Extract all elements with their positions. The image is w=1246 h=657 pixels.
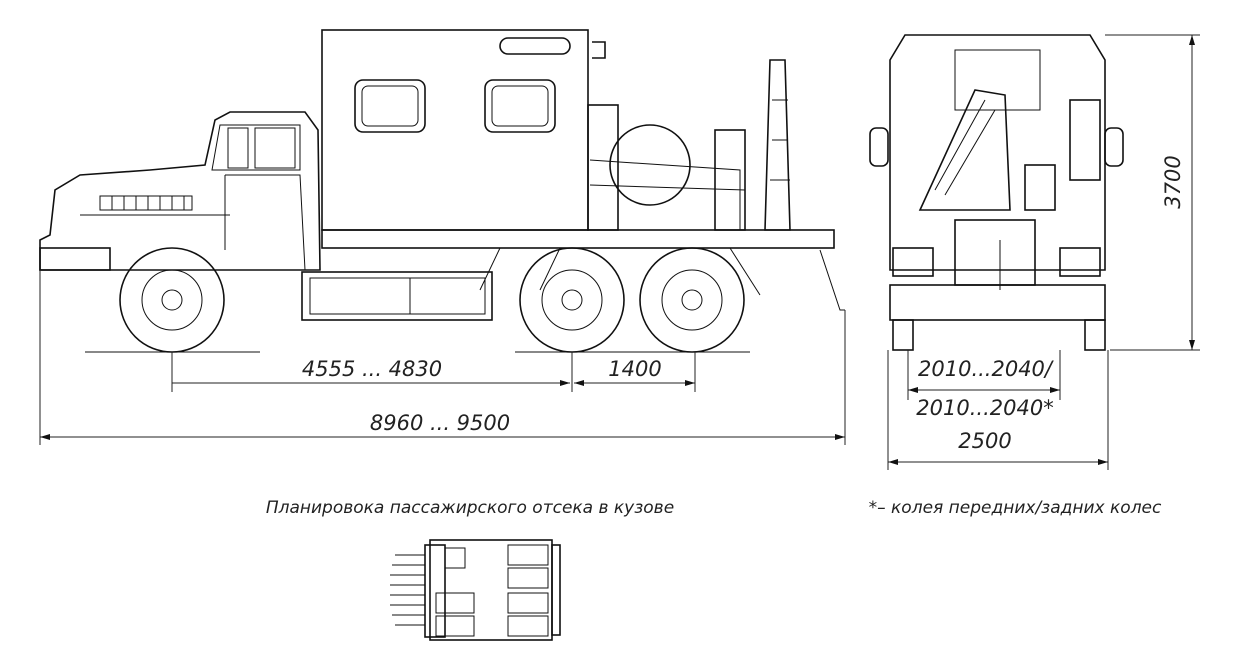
wheelbase-dimension: 4555 ... 4830 (302, 357, 442, 381)
crane (764, 59, 791, 231)
passenger-compartment-plan (390, 539, 561, 641)
side-dimensions (39, 270, 846, 445)
side-view-truck (39, 29, 845, 353)
footnote: *– колея передних/задних колес (869, 498, 1162, 518)
rear-axle-spacing-dimension: 1400 (608, 357, 661, 381)
layout-caption: Планировока пассажирского отсека в кузов… (266, 498, 674, 518)
overall-width-dimension: 2500 (958, 429, 1011, 453)
track-rear-dimension: 2010...2040* (916, 396, 1053, 420)
rear-view-truck (869, 34, 1124, 351)
frame (301, 229, 845, 321)
passenger-body (321, 29, 606, 231)
height-dimension: 3700 (1161, 155, 1185, 208)
cab (39, 111, 321, 271)
wheels (85, 247, 750, 353)
overall-length-dimension: 8960 ... 9500 (370, 411, 510, 435)
rear-dimensions (887, 34, 1200, 470)
track-front-dimension: 2010...2040/ (918, 357, 1054, 381)
cable-drum (587, 104, 746, 231)
